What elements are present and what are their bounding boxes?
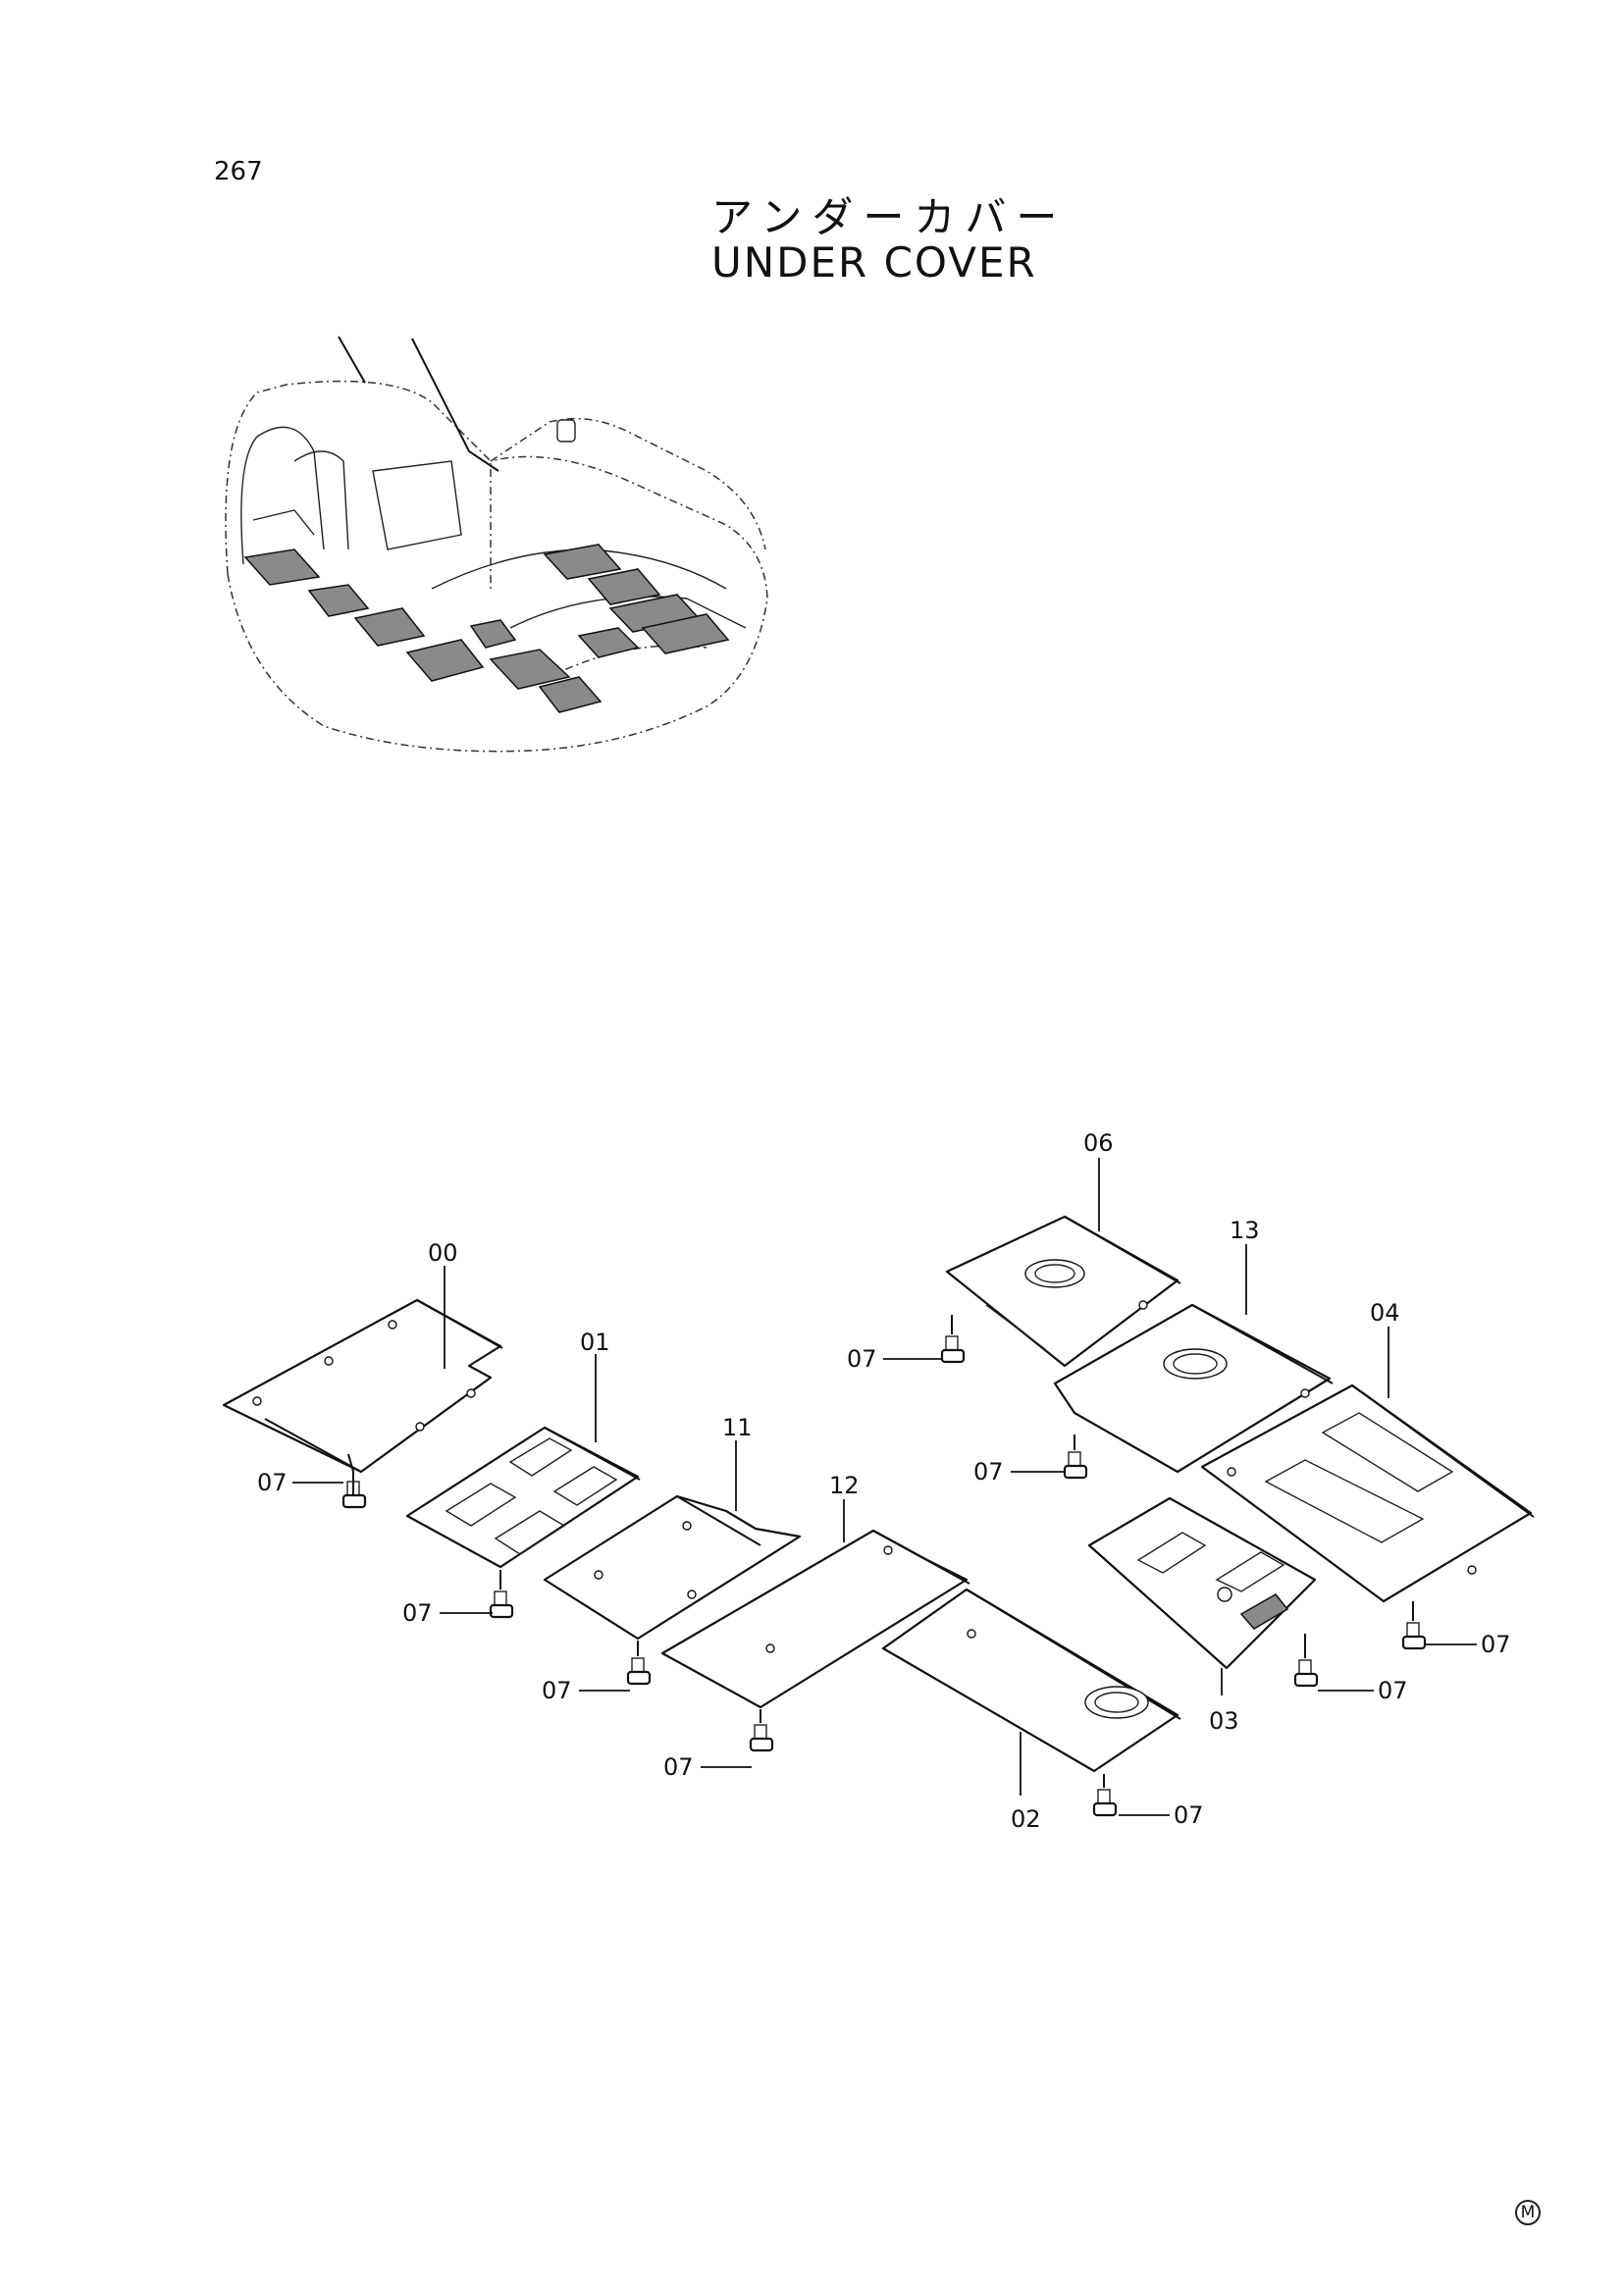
corner-mark: M <box>1515 2200 1541 2225</box>
leader-lines <box>292 1158 1477 1816</box>
callout-02: 02 <box>1011 1805 1041 1833</box>
callout-00: 00 <box>428 1239 458 1267</box>
title-english: UNDER COVER <box>711 238 1037 287</box>
callout-07-h: 07 <box>847 1345 877 1373</box>
part-03-plate <box>1087 1496 1317 1670</box>
title-japanese: アンダーカバー <box>711 193 1068 241</box>
callout-04: 04 <box>1370 1299 1400 1327</box>
callout-03: 03 <box>1209 1707 1239 1735</box>
bolt-07-b <box>489 1570 514 1619</box>
part-04-plate <box>1200 1383 1535 1603</box>
callout-11: 11 <box>722 1414 753 1441</box>
callout-07-d: 07 <box>663 1753 694 1781</box>
callout-07-e: 07 <box>1174 1801 1204 1829</box>
callout-01: 01 <box>580 1329 610 1356</box>
callout-07-b: 07 <box>402 1599 433 1627</box>
page-number: 267 <box>214 157 263 186</box>
callout-07-f: 07 <box>1378 1677 1408 1704</box>
bolt-07-i <box>1063 1434 1088 1480</box>
part-02-plate <box>881 1588 1181 1773</box>
bolt-07-h <box>940 1315 966 1364</box>
bolt-07-f <box>1293 1634 1319 1688</box>
part-01-plate <box>405 1426 641 1569</box>
callout-07-i: 07 <box>973 1458 1004 1486</box>
part-11-plate <box>543 1494 802 1641</box>
part-06-plate <box>945 1215 1181 1368</box>
part-12-plate <box>660 1529 970 1709</box>
bolt-07-d <box>749 1709 774 1752</box>
part-00-plate <box>222 1298 503 1474</box>
bolt-07-g <box>1401 1601 1427 1650</box>
bolt-07-a <box>341 1453 367 1509</box>
bolt-07-c <box>626 1641 652 1686</box>
part-13-plate <box>1053 1303 1334 1474</box>
machine-overview-illustration <box>225 336 768 753</box>
callout-12: 12 <box>829 1472 860 1499</box>
callout-13: 13 <box>1230 1217 1260 1244</box>
callout-06: 06 <box>1083 1129 1114 1157</box>
callout-07-a: 07 <box>257 1469 288 1496</box>
bolt-07-e <box>1092 1774 1118 1817</box>
callout-07-c: 07 <box>542 1677 572 1704</box>
callout-07-g: 07 <box>1481 1631 1511 1658</box>
